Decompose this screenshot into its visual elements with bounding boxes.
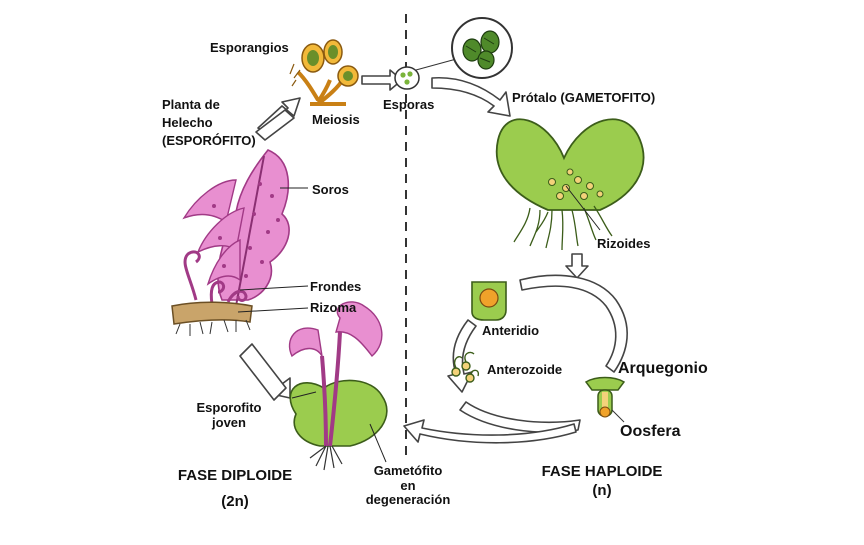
- arrow-plant-to-sporangia-body: [255, 109, 295, 141]
- label-meiosis: Meiosis: [312, 112, 360, 127]
- label-arquegonio: Arquegonio: [618, 360, 708, 377]
- cycle-arrows: [239, 69, 628, 444]
- label-fase-diploide-n: (2n): [221, 493, 249, 510]
- label-rizoides: Rizoides: [597, 236, 651, 251]
- label-gametofito-line2: en: [400, 478, 416, 493]
- anterozoide-illustration: [451, 351, 480, 383]
- arrow-young-to-plant-body: [239, 343, 287, 401]
- label-fase-diploide: FASE DIPLOIDE: [177, 467, 293, 484]
- anteridio-illustration: [471, 281, 507, 321]
- label-fase-haploide-n: (n): [592, 482, 612, 499]
- arrow-haploide-bottom-arc: [459, 401, 581, 434]
- label-protalo: Prótalo (GAMETOFITO): [512, 90, 656, 105]
- spores-icon: [394, 66, 420, 90]
- label-esporas: Esporas: [383, 97, 435, 112]
- arrow-to-diploide: [403, 419, 577, 444]
- arrow-sporangia-to-spores: [361, 69, 403, 91]
- label-soros: Soros: [312, 182, 349, 197]
- spores-magnified-icon: [415, 17, 513, 79]
- label-anteridio: Anteridio: [482, 323, 540, 338]
- sporangia-illustration: [289, 39, 359, 106]
- leader-lines: [237, 185, 601, 463]
- prothallus-illustration: [495, 118, 645, 251]
- label-planta-line3: (ESPORÓFITO): [162, 133, 256, 148]
- label-esporangios: Esporangios: [210, 40, 289, 55]
- label-anterozoide: Anterozoide: [487, 362, 563, 377]
- label-fase-haploide: FASE HAPLOIDE: [541, 463, 663, 480]
- arrow-spores-to-prothallus: [431, 76, 511, 117]
- arrow-haploide-top-arc: [519, 274, 628, 373]
- young-sporophyte-illustration: [288, 301, 388, 471]
- label-esporofito-line1: Esporofito: [196, 400, 262, 415]
- label-planta-line1: Planta de: [162, 97, 220, 112]
- label-frondes: Frondes: [310, 279, 362, 294]
- label-gametofito-line1: Gametófito: [373, 463, 443, 478]
- arquegonio-illustration: [584, 376, 626, 423]
- arrow-prothallus-down: [565, 253, 589, 279]
- fern-plant-illustration: [171, 149, 290, 336]
- label-oosfera: Oosfera: [620, 423, 681, 440]
- label-gametofito-line3: degeneración: [365, 492, 451, 507]
- label-rizoma: Rizoma: [310, 300, 357, 315]
- label-esporofito-line2: joven: [212, 415, 246, 430]
- label-planta-line2: Helecho: [162, 115, 213, 130]
